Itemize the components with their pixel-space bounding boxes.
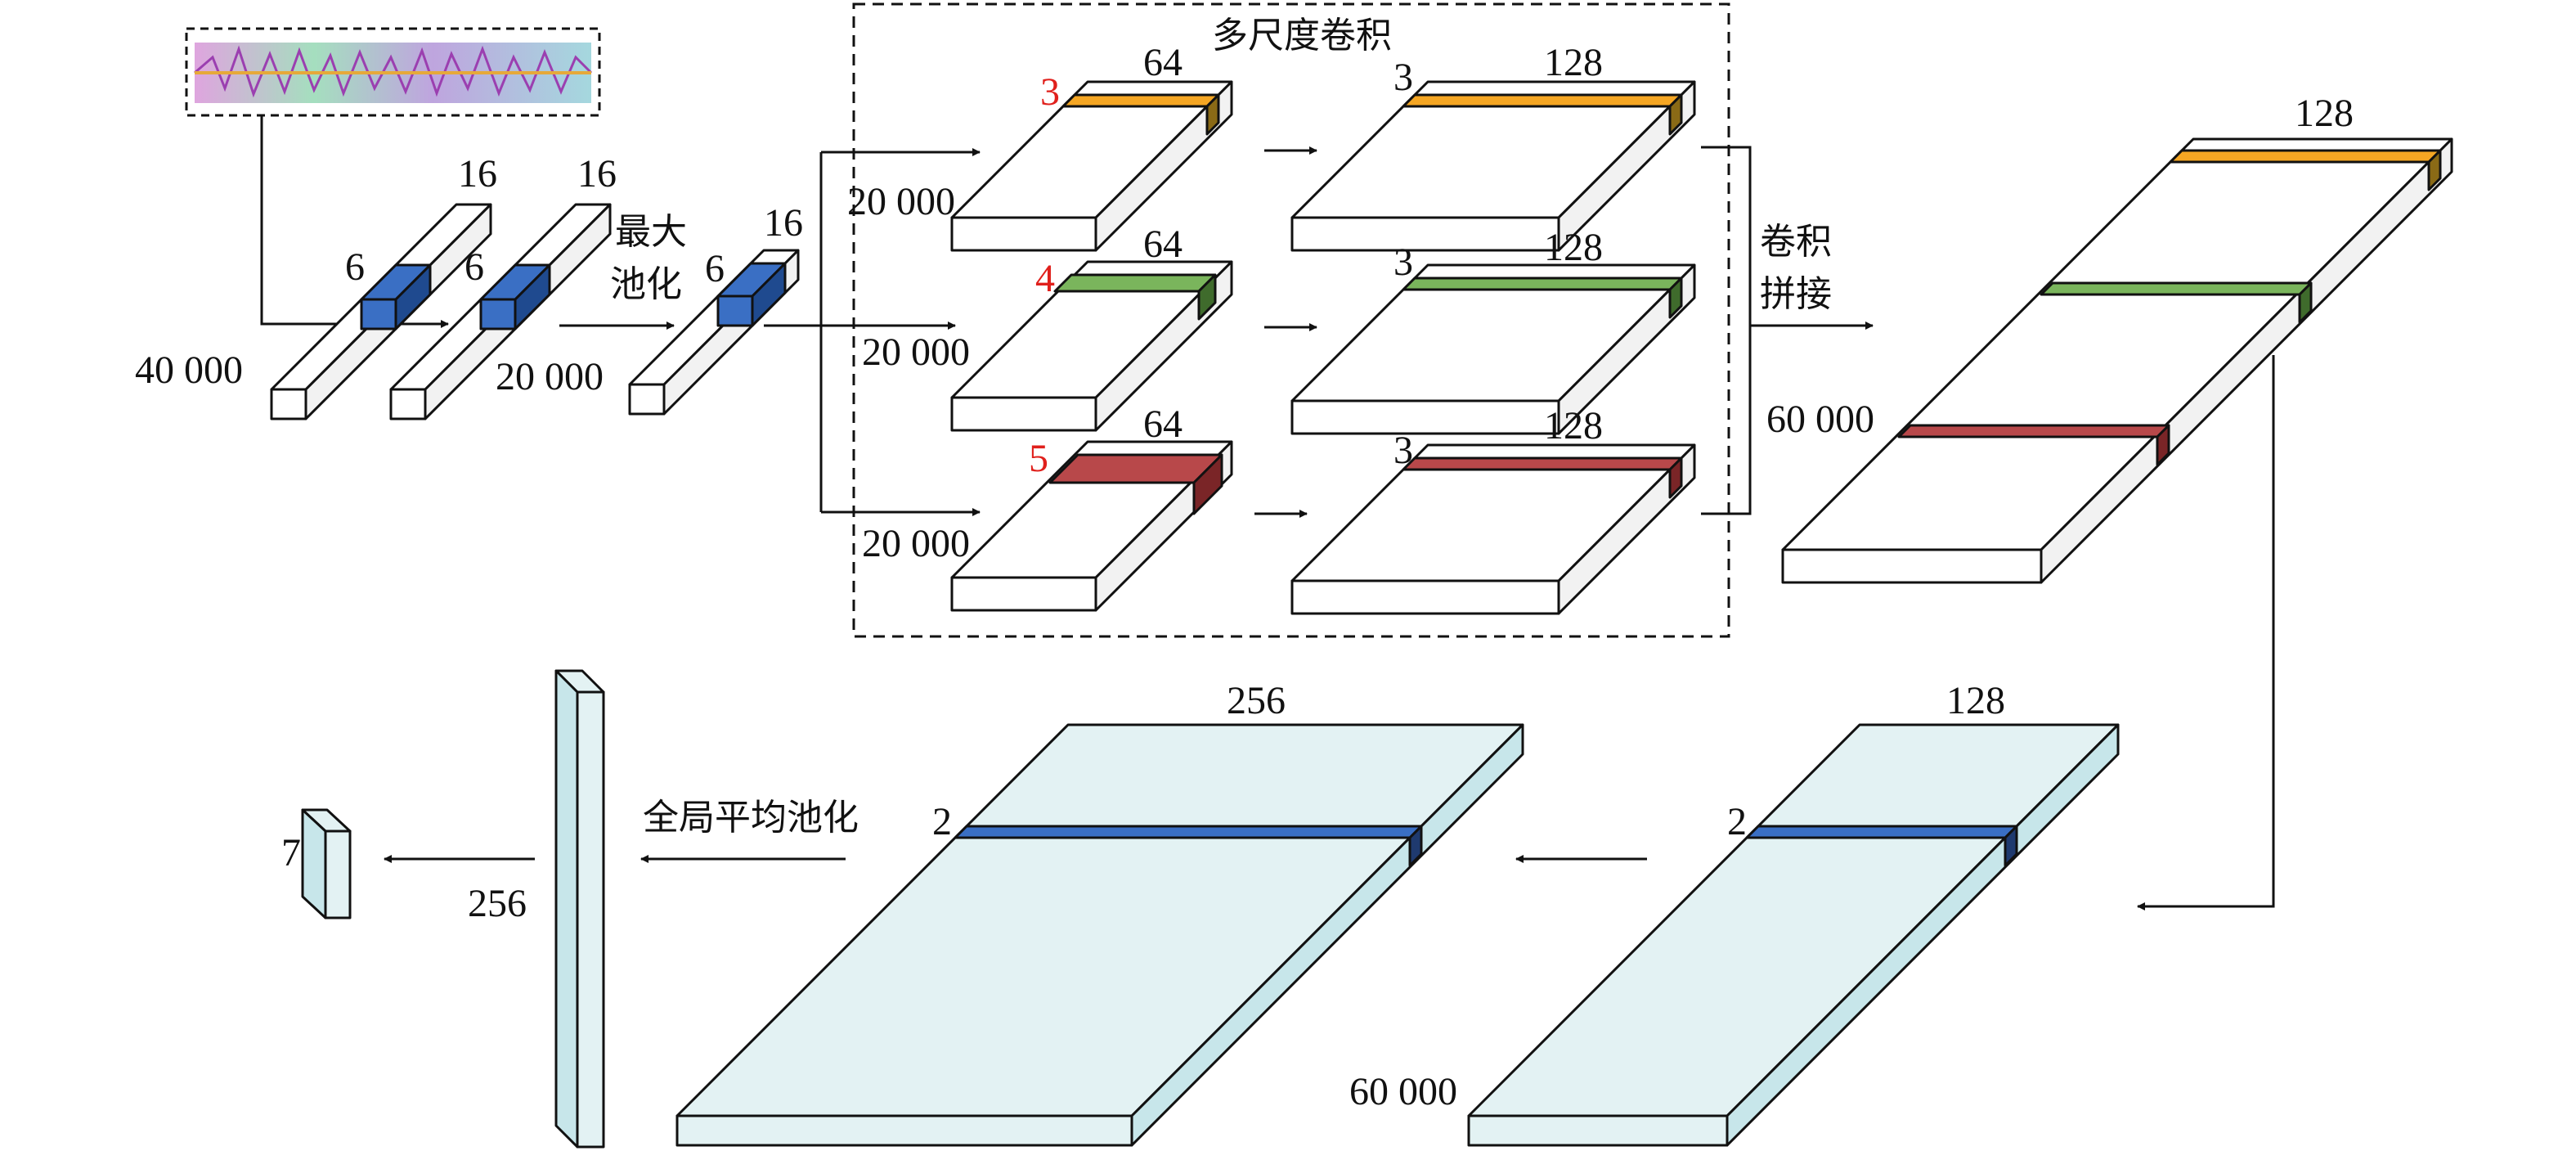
branch3-kernel2 (1402, 456, 1683, 471)
branch2-length: 20 000 (862, 330, 970, 374)
branch2-kernel2 (1402, 277, 1683, 291)
branch3-length: 20 000 (862, 522, 970, 565)
concat-length: 60 000 (1766, 398, 1874, 441)
branch1-channels2: 128 (1544, 41, 1603, 84)
conv3-channels: 128 (1946, 679, 2005, 722)
branch1-kernel (1061, 93, 1220, 108)
branch3-channels2: 128 (1544, 404, 1603, 447)
input-length: 40 000 (135, 348, 243, 392)
conv1-block (270, 203, 492, 420)
conv4-kernel-size: 2 (932, 800, 952, 843)
conv4-channels: 256 (1227, 679, 1286, 722)
multiscale-box (852, 2, 1730, 638)
branch3-conv128-block (1290, 443, 1696, 615)
gap-vector-block (554, 669, 605, 1149)
gap-vector-length: 256 (468, 882, 527, 925)
output-block (301, 808, 352, 919)
concat-label-line1: 卷积 (1760, 221, 1832, 263)
conv3-block (1467, 723, 2120, 1147)
branch3-kernel2-size: 3 (1393, 429, 1413, 472)
concat-bracket (1701, 146, 1752, 515)
concat-green-slice (2040, 281, 2313, 296)
branch2-kernel2-size: 3 (1393, 241, 1413, 284)
branch1-conv64-block (950, 80, 1233, 252)
branch2-conv128-block (1290, 263, 1696, 435)
conv4-block (675, 723, 1524, 1147)
conv4-kernel (954, 825, 1423, 839)
output-classes: 7 (281, 831, 301, 874)
branch1-length: 20 000 (847, 180, 955, 223)
conv2-channels: 16 (577, 152, 617, 196)
branch1-kernel2 (1402, 93, 1683, 108)
branch1-conv128-block (1290, 80, 1696, 252)
concat-to-conv3-arrow (2137, 355, 2275, 910)
concat-orange-slice (2169, 149, 2442, 164)
branch3-conv64-block (950, 440, 1233, 612)
conv3-kernel-size: 2 (1727, 800, 1747, 843)
branch2-conv64-block (950, 260, 1233, 432)
pooled-kernel-size: 6 (705, 247, 725, 290)
concat-channels: 128 (2295, 92, 2354, 135)
maxpool-label-line1: 最大 (615, 211, 687, 253)
multiscale-title: 多尺度卷积 (1212, 15, 1392, 56)
branch2-kernel-size: 4 (1035, 257, 1055, 300)
concat-label-line2: 拼接 (1760, 273, 1832, 315)
conv2-kernel-size: 6 (464, 245, 484, 289)
branch2-channels2: 128 (1544, 226, 1603, 269)
input-arrow (260, 115, 359, 328)
pooled-block (628, 249, 800, 416)
branch3-kernel (1048, 453, 1223, 484)
branch1-kernel2-size: 3 (1393, 56, 1413, 99)
maxpool-label-line2: 池化 (610, 263, 682, 305)
conv1-channels: 16 (458, 152, 497, 196)
conv2-block (389, 203, 612, 420)
branch1-kernel-size: 3 (1040, 70, 1060, 114)
branch2-kernel (1053, 273, 1217, 293)
branch3-kernel-size: 5 (1029, 437, 1048, 480)
conv3-kernel (1745, 825, 2018, 839)
pooled-channels: 16 (764, 201, 803, 245)
conv1-kernel-size: 6 (345, 245, 365, 289)
conv2-length: 20 000 (496, 355, 604, 398)
branch1-channels: 64 (1143, 41, 1183, 84)
gap-label: 全局平均池化 (643, 797, 859, 839)
concat-red-slice (1897, 424, 2170, 438)
input-signal-thumbnail (185, 27, 601, 117)
branch3-channels: 64 (1143, 402, 1183, 446)
conv3-length: 60 000 (1349, 1070, 1457, 1113)
branch2-channels: 64 (1143, 223, 1183, 266)
concat-block (1781, 137, 2453, 584)
